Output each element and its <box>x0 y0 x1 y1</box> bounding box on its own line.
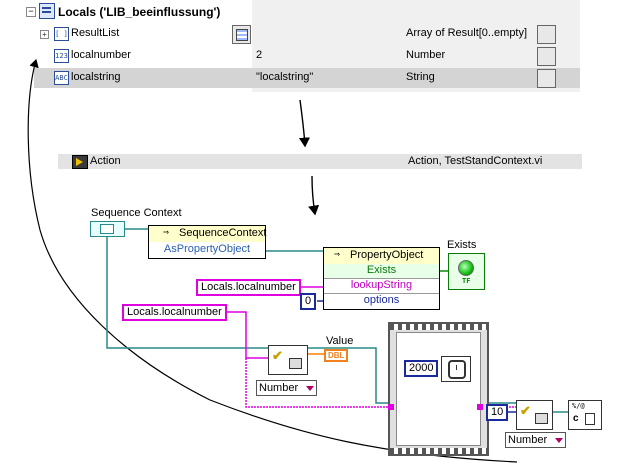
property-exists: Exists <box>324 264 439 279</box>
sequence-tunnel <box>477 404 483 410</box>
local-value[interactable]: "localstring" <box>256 71 314 83</box>
set-property-value-vi[interactable]: ✔ <box>516 400 553 430</box>
locals-row-localstring[interactable]: ABC localstring "localstring" String <box>34 68 580 88</box>
local-name: localnumber <box>71 49 131 61</box>
property-list[interactable]: Exists lookupString options <box>323 264 440 310</box>
property-options: options <box>363 294 400 306</box>
string-type-icon: ABC <box>54 71 69 85</box>
package-icon <box>535 413 548 424</box>
wait-ms-vi[interactable] <box>441 356 471 382</box>
reference-arrow-icon: ⇒ <box>163 227 170 238</box>
down-arrow-2 <box>308 175 320 216</box>
number-enum-2[interactable]: Number <box>505 432 566 448</box>
action-step-detail: Action, TestStandContext.vi <box>408 155 543 167</box>
dual-arrows-icon: %/@ <box>572 402 585 410</box>
locals-title: Locals ('LIB_beeinflussung') <box>58 5 221 19</box>
browse-expression-icon[interactable] <box>537 25 556 44</box>
watch-icon <box>448 360 466 379</box>
browse-expression-icon[interactable] <box>537 69 556 88</box>
doc-icon <box>585 413 595 425</box>
local-value[interactable]: 2 <box>256 49 263 61</box>
property-row[interactable]: AsPropertyObject <box>148 242 266 259</box>
sequence-context-control[interactable] <box>90 221 125 237</box>
action-step-bar[interactable]: Action Action, TestStandContext.vi <box>58 154 582 169</box>
number-enum[interactable]: Number <box>256 380 317 396</box>
local-type: Number <box>406 49 446 61</box>
exists-indicator[interactable]: TF <box>448 253 485 290</box>
locals-localnumber-constant-2[interactable]: Locals.localnumber <box>122 304 227 321</box>
local-name: localstring <box>71 71 121 83</box>
local-type: Array of Result[0..empty] <box>406 27 528 39</box>
property-as-property-object: AsPropertyObject <box>163 243 251 255</box>
checkmark-icon: ✔ <box>272 348 283 363</box>
property-lookup-string: lookupString <box>324 279 439 294</box>
action-step-label: Action <box>90 155 121 167</box>
value-indicator[interactable]: DBL <box>324 349 349 362</box>
options-constant[interactable]: 0 <box>300 293 317 310</box>
locals-folder-icon <box>39 3 55 19</box>
browse-expression-icon[interactable] <box>537 47 556 66</box>
exists-label: Exists <box>447 239 477 251</box>
ten-constant[interactable]: 10 <box>486 404 509 421</box>
locals-row-localnumber[interactable]: 123 localnumber 2 Number <box>34 46 580 66</box>
led-icon <box>458 260 474 276</box>
wait-ms-constant[interactable]: 2000 <box>404 360 439 377</box>
sequence-context-label: Sequence Context <box>91 207 182 219</box>
locals-row-resultlist[interactable]: + [ ] ResultList Array of Result[0..empt… <box>34 24 580 44</box>
close-reference-vi[interactable]: %/@ c <box>568 400 602 430</box>
property-object-node[interactable]: ⇒ PropertyObject <box>323 247 440 265</box>
reference-arrow-icon: ⇒ <box>334 249 341 260</box>
down-arrow-1 <box>298 99 311 148</box>
c-icon: c <box>573 413 579 424</box>
local-name: ResultList <box>71 27 120 39</box>
node-title: PropertyObject <box>350 249 424 261</box>
flat-sequence-frame[interactable] <box>388 322 489 456</box>
value-label: Value <box>326 335 354 347</box>
bool-tag: TF <box>462 277 471 285</box>
sequence-tunnel <box>388 404 394 410</box>
sequence-context-node[interactable]: ⇒ SequenceContext <box>148 225 266 243</box>
array-icon: [ ] <box>54 27 69 41</box>
package-icon <box>289 358 302 369</box>
local-type: String <box>406 71 435 83</box>
node-title: SequenceContext <box>179 227 267 239</box>
string-wire <box>218 311 268 359</box>
curved-arrow <box>27 58 518 463</box>
collapse-toggle[interactable]: − <box>26 7 36 17</box>
checkmark-icon: ✔ <box>520 403 531 418</box>
array-edit-icon[interactable] <box>232 25 251 44</box>
locals-localnumber-constant[interactable]: Locals.localnumber <box>196 279 301 296</box>
expand-icon[interactable]: + <box>40 30 49 39</box>
get-property-value-vi[interactable]: ✔ <box>268 345 308 375</box>
action-step-icon <box>72 155 88 169</box>
refnum-wire <box>106 237 268 349</box>
number-type-icon: 123 <box>54 49 69 63</box>
